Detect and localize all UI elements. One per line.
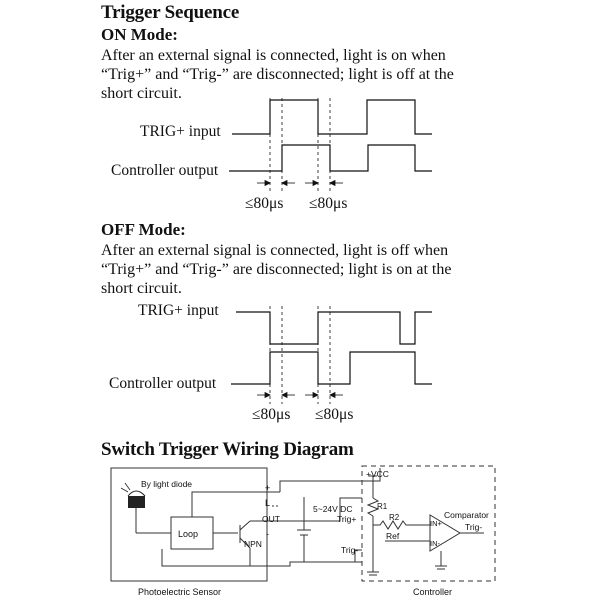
out-terminal-label: OUT	[262, 514, 280, 524]
on-controller-output-label: Controller output	[111, 162, 219, 179]
on-delay-label-2: ≤80μs	[309, 195, 348, 212]
photoelectric-sensor-label: Photoelectric Sensor	[138, 587, 221, 597]
photoelectric-sensor-box	[110, 467, 268, 582]
section-title-trigger-sequence: Trigger Sequence	[101, 2, 240, 23]
plus-terminal-label: +	[265, 483, 270, 493]
trig-minus-label: Trig-	[341, 545, 358, 555]
on-trig-input-label: TRIG+ input	[140, 123, 221, 140]
controller-label: Controller	[413, 587, 452, 597]
off-mode-line-1: After an external signal is connected, l…	[101, 242, 449, 259]
ref-label: Ref	[386, 531, 400, 541]
supply-label: 5~24V DC	[313, 504, 352, 514]
on-delay-label-1: ≤80μs	[245, 195, 284, 212]
off-controller-output-label: Controller output	[109, 375, 217, 392]
r1-label: R1	[377, 502, 388, 511]
light-diode-icon	[120, 482, 171, 534]
r2-label: R2	[389, 513, 400, 522]
npn-label: NPN	[244, 539, 262, 549]
off-mode-description: After an external signal is connected, l…	[101, 241, 581, 298]
off-mode-heading: OFF Mode:	[101, 220, 186, 239]
loop-label: Loop	[178, 529, 198, 539]
minus-terminal-label: -	[266, 529, 269, 539]
on-mode-heading: ON Mode:	[101, 25, 178, 44]
by-light-diode-label: By light diode	[141, 479, 192, 489]
off-delay-label-1: ≤80μs	[252, 406, 291, 423]
off-mode-line-3: short circuit.	[101, 280, 182, 297]
in-minus-label: IN-	[430, 539, 441, 548]
wiring-diagram-heading: Switch Trigger Wiring Diagram	[101, 439, 354, 460]
on-mode-line-2: “Trig+” and “Trig-” are disconnected; li…	[101, 66, 454, 83]
on-mode-description: After an external signal is connected, l…	[101, 46, 581, 103]
comparator-label: Comparator	[444, 510, 489, 520]
l-terminal-label: L	[265, 498, 270, 508]
on-mode-line-3: short circuit.	[101, 85, 182, 102]
controller-box	[361, 465, 496, 582]
off-trig-input-label: TRIG+ input	[138, 302, 219, 319]
on-mode-line-1: After an external signal is connected, l…	[101, 47, 446, 64]
off-delay-label-2: ≤80μs	[315, 406, 354, 423]
vcc-label: +VCC	[366, 469, 389, 479]
in-plus-label: IN+	[430, 519, 443, 528]
off-trig-input-waveform	[236, 311, 432, 345]
trig-plus-label: Trig+	[337, 514, 356, 524]
off-mode-line-2: “Trig+” and “Trig-” are disconnected; li…	[101, 261, 452, 278]
comparator-trig-minus-label: Trig-	[465, 522, 482, 532]
